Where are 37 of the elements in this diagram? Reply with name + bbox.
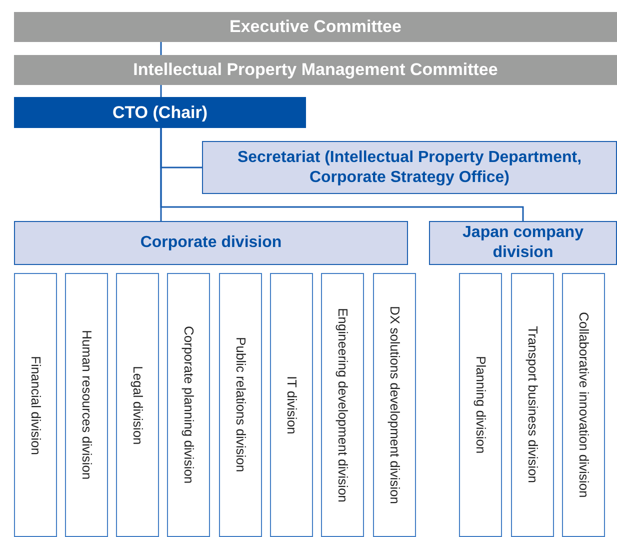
unit-column	[270, 273, 313, 537]
box-label: Financial division	[27, 356, 44, 454]
unit-column	[65, 273, 108, 537]
unit-column	[167, 273, 210, 537]
box-label: Secretariat (Intellectual Property Department, Corporate Strategy Office)	[236, 148, 583, 188]
division-box	[429, 221, 617, 265]
box-label: Legal division	[129, 366, 146, 444]
box-label: Executive Committee	[230, 16, 402, 38]
box-label: Human resources division	[78, 330, 96, 480]
box-label: Corporate division	[140, 233, 282, 253]
box-label: Intellectual Property Management Committee	[133, 59, 498, 81]
division-box	[14, 221, 408, 265]
unit-column	[459, 273, 502, 537]
box-label: Corporate planning division	[180, 326, 198, 484]
committee-box	[14, 55, 617, 85]
box-label: Japan company division	[462, 223, 584, 263]
connector-line	[160, 85, 162, 97]
unit-column	[116, 273, 159, 537]
unit-column	[321, 273, 364, 537]
box-label: Collaborative innovation division	[575, 312, 592, 498]
unit-column	[219, 273, 262, 537]
box-label: IT division	[283, 376, 300, 434]
unit-column	[562, 273, 605, 537]
box-label: Planning division	[472, 356, 490, 454]
box-label: Engineering development division	[334, 308, 352, 502]
box-label: CTO (Chair)	[112, 102, 208, 124]
chair-box	[14, 97, 306, 128]
connector-line	[160, 42, 162, 55]
box-label: Transport business division	[524, 326, 542, 484]
box-label: DX solutions development division	[386, 306, 404, 504]
unit-column	[14, 273, 57, 537]
unit-column	[373, 273, 416, 537]
division-box	[202, 141, 617, 194]
committee-box	[14, 12, 617, 42]
unit-column	[511, 273, 554, 537]
connector-line	[160, 128, 524, 221]
box-label: Public relations division	[232, 337, 250, 473]
